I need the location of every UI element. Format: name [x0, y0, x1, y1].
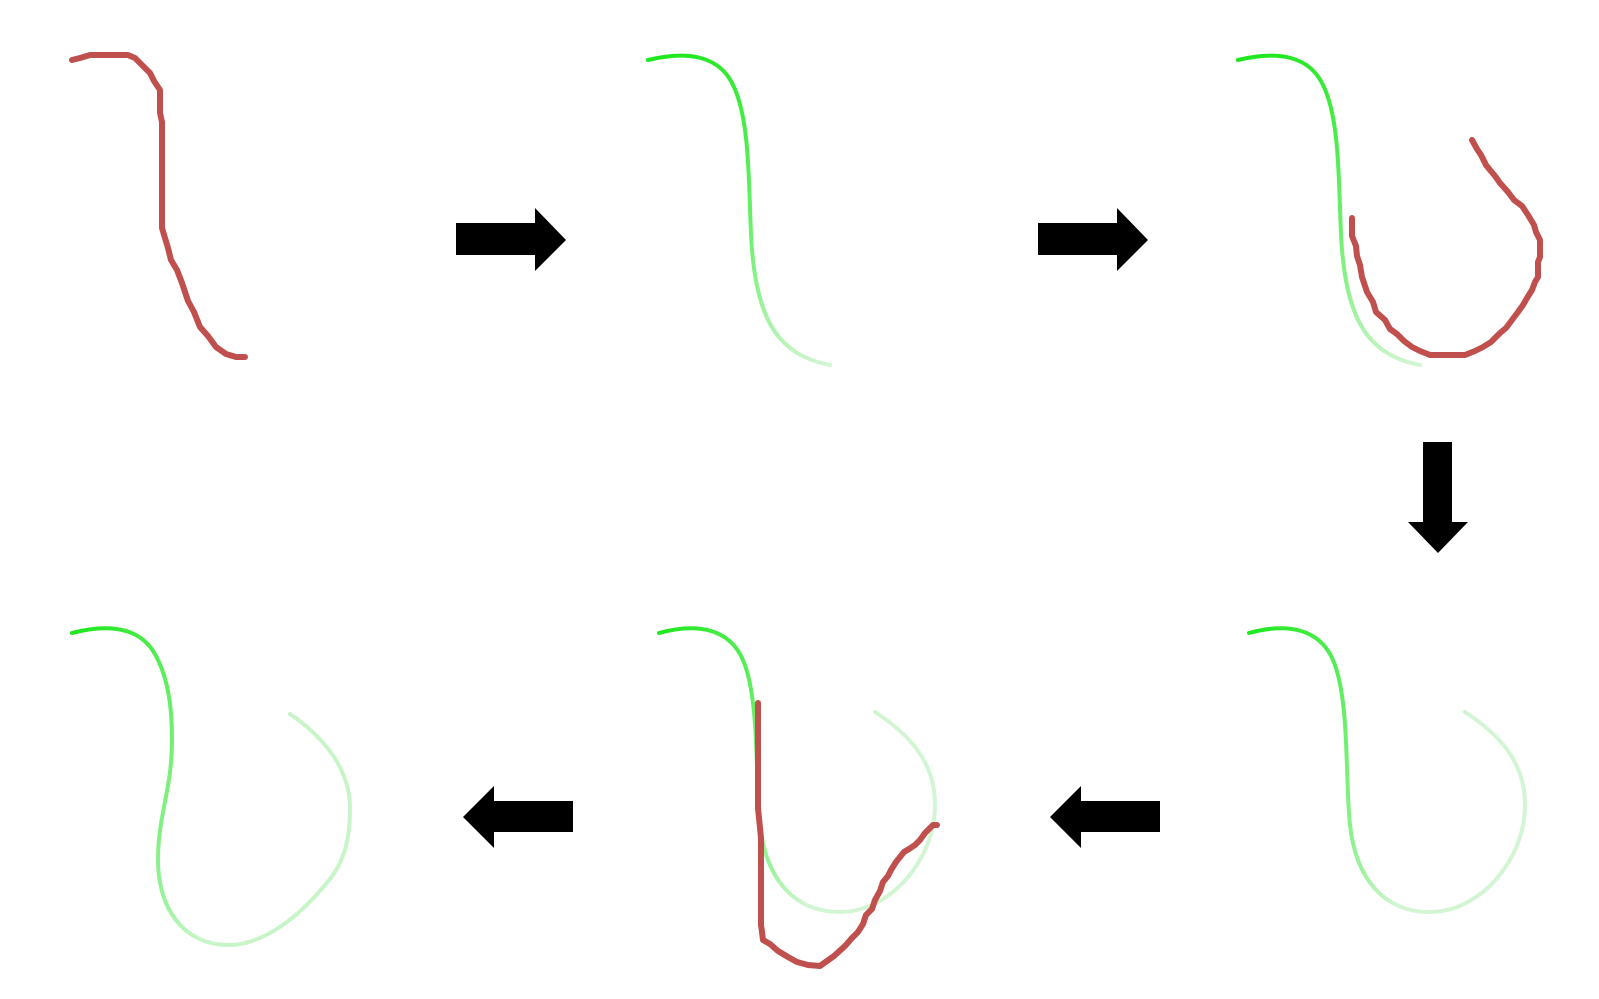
arrow-left-1 — [1050, 786, 1160, 848]
panel-1 — [69, 52, 248, 360]
raw-stroke — [69, 52, 248, 360]
fitted-curve — [70, 626, 352, 947]
panel-2 — [646, 53, 832, 367]
arrow-right-1 — [456, 208, 566, 271]
fitted-curve — [1247, 626, 1527, 914]
panel-4 — [1247, 626, 1527, 914]
fitted-curve — [1236, 53, 1422, 367]
raw-stroke-extension — [1349, 137, 1543, 358]
arrow-left-2 — [463, 786, 573, 848]
arrow-right-2 — [1038, 208, 1148, 271]
panel-3 — [1236, 53, 1543, 367]
fitted-curve — [657, 626, 937, 914]
raw-stroke-overdraw — [755, 700, 940, 969]
panel-5 — [657, 626, 940, 969]
fitted-curve — [646, 53, 832, 367]
panel-6 — [70, 626, 352, 947]
arrow-down — [1408, 442, 1468, 553]
